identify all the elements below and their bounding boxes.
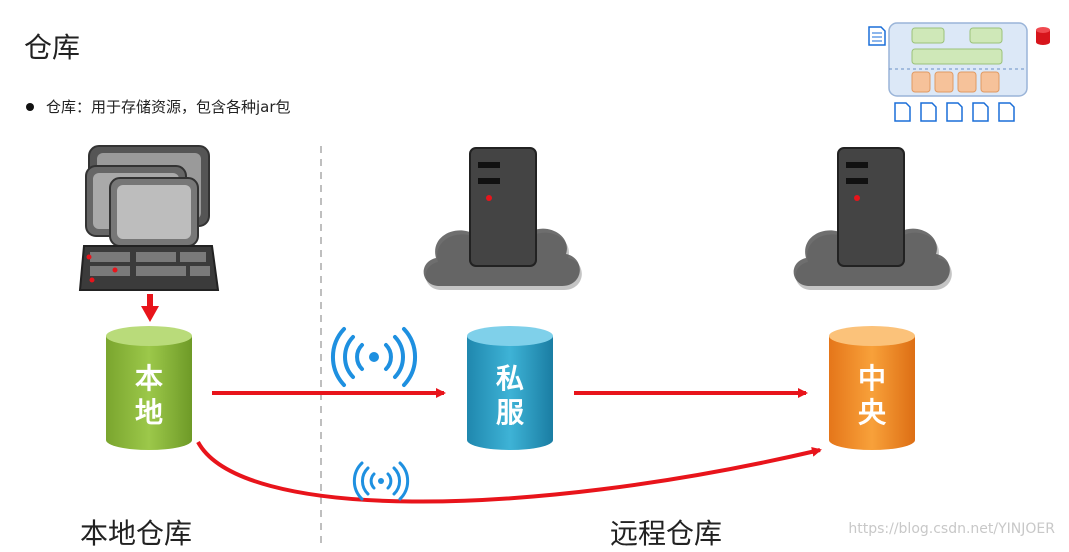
private-line1: 私 xyxy=(496,362,524,395)
local-repo-cylinder: 本 地 xyxy=(106,326,192,450)
central-line2: 央 xyxy=(858,396,887,429)
wifi-signal-small-icon xyxy=(352,461,410,501)
computers-icon xyxy=(78,145,220,291)
private-server-icon xyxy=(423,147,582,290)
bullet-dot xyxy=(26,102,34,111)
local-repo-label: 本地仓库 xyxy=(80,517,193,550)
central-repo-cylinder: 中 央 xyxy=(829,326,915,450)
private-repo-cylinder: 私 服 xyxy=(467,326,553,450)
download-arrow xyxy=(141,294,159,322)
bullet-item: 仓库：用于存储资源，包含各种jar包 xyxy=(26,96,291,117)
page-title: 仓库 xyxy=(24,31,81,64)
bullet-text: 仓库：用于存储资源，包含各种jar包 xyxy=(46,98,291,116)
remote-repo-label: 远程仓库 xyxy=(610,517,723,550)
wifi-signal-icon xyxy=(330,327,418,387)
local-line1: 本 xyxy=(135,362,163,395)
central-server-icon xyxy=(793,147,952,290)
maven-structure-thumbnail-icon xyxy=(868,22,1050,122)
local-line2: 地 xyxy=(135,396,163,429)
private-line2: 服 xyxy=(496,396,525,429)
watermark: https://blog.csdn.net/YINJOER xyxy=(848,521,1055,537)
arrow-local-to-central xyxy=(196,441,822,504)
central-line1: 中 xyxy=(858,362,886,395)
